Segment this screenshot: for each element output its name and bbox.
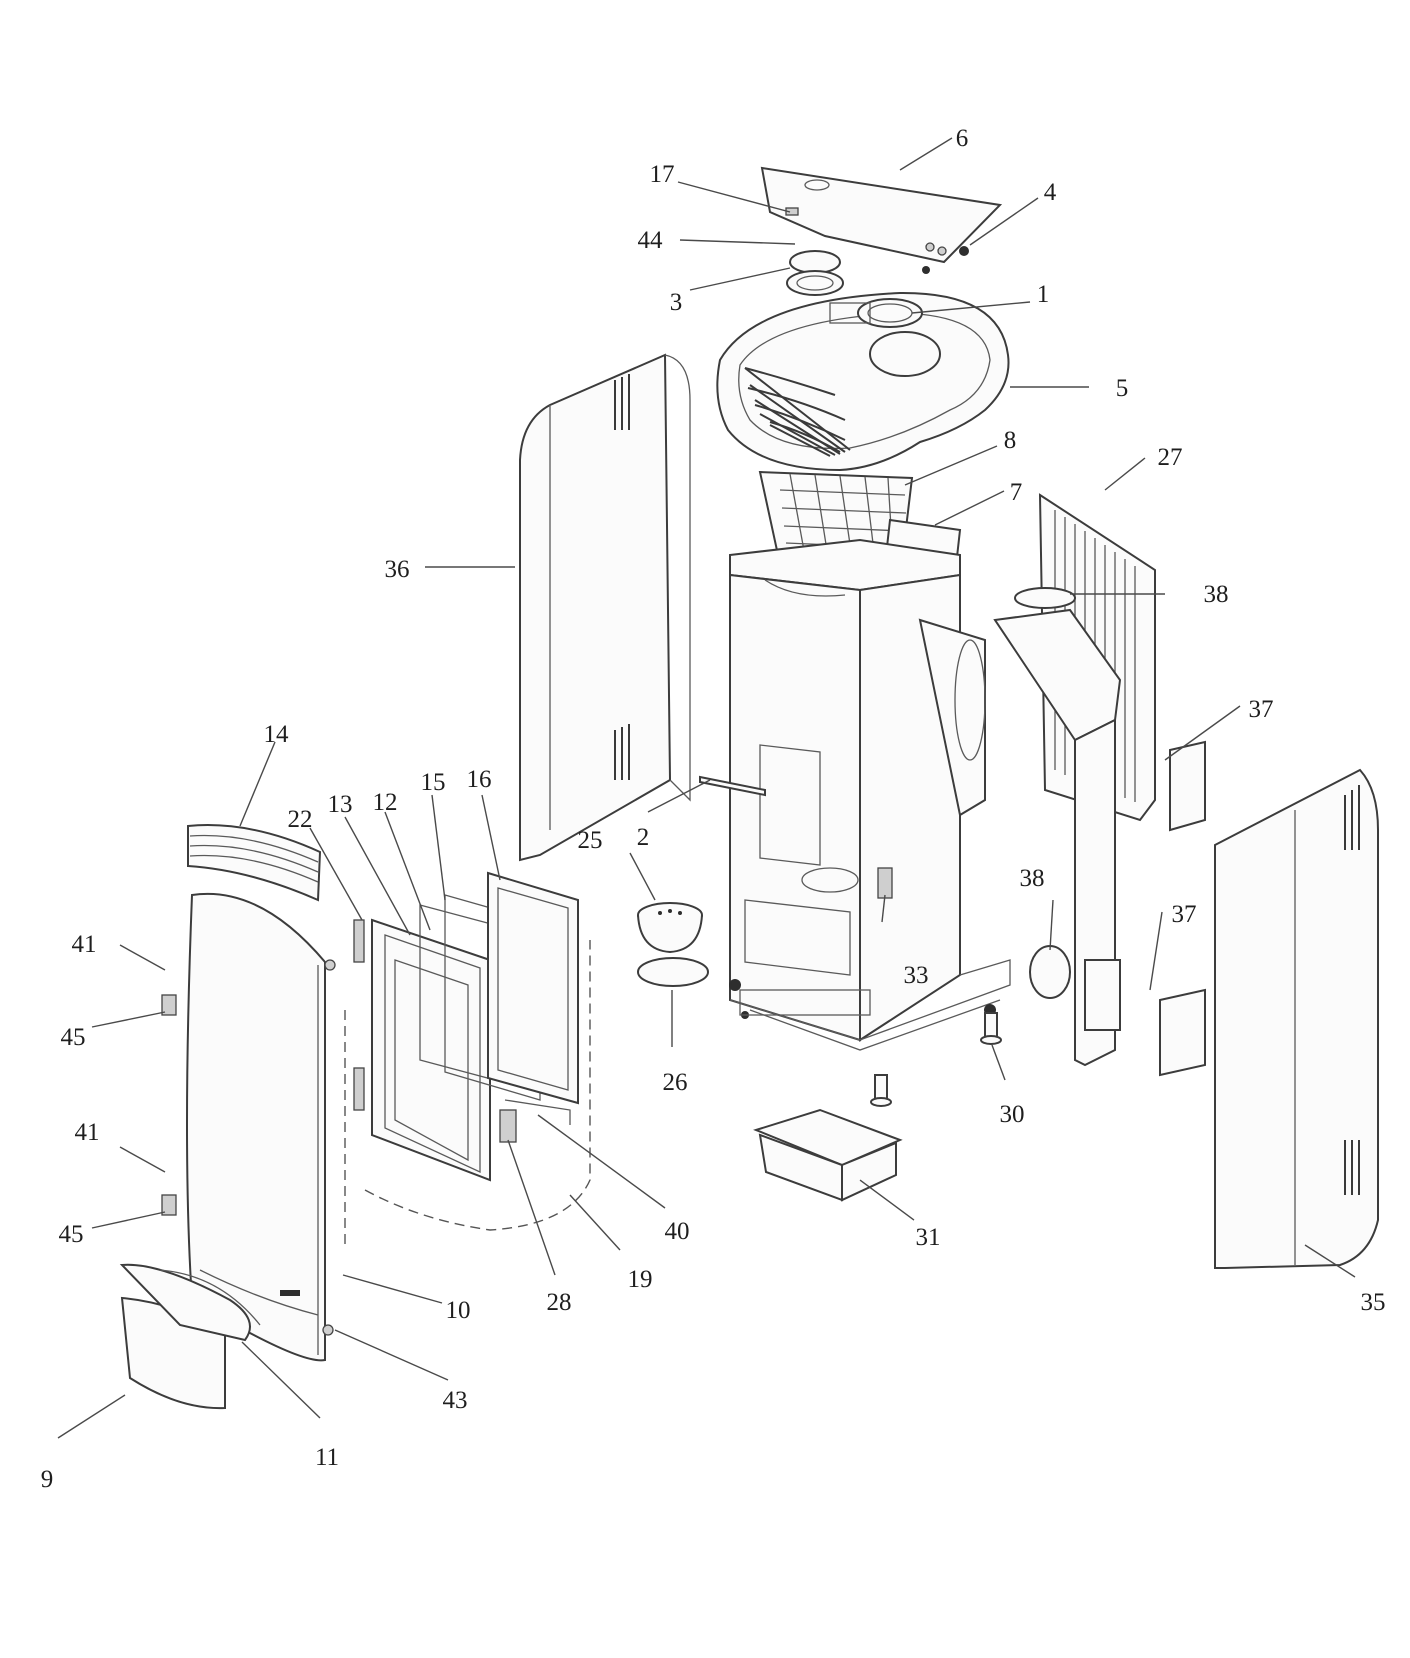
part-label-41b: 41 [75, 1119, 100, 1146]
part-label-36: 36 [385, 556, 410, 583]
part-label-30: 30 [1000, 1101, 1025, 1128]
part-label-45a: 45 [61, 1024, 86, 1051]
duct-flange [1159, 740, 1206, 1077]
top-deflector [187, 824, 322, 902]
front-door-outline [344, 940, 591, 1250]
part-label-27: 27 [1158, 444, 1183, 471]
part-label-12: 12 [373, 789, 398, 816]
door-glass-retainer [504, 1099, 571, 1125]
bracket [877, 867, 893, 899]
part-label-3: 3 [670, 289, 683, 316]
part-label-1: 1 [1037, 281, 1050, 308]
bottom-deflector [119, 1263, 251, 1410]
hinge-plate [161, 994, 177, 1216]
part-label-37b: 37 [1172, 901, 1197, 928]
part-labels: 1 2 3 4 5 6 7 8 9 10 11 12 13 14 15 16 1… [41, 125, 1386, 1493]
part-label-2: 2 [637, 824, 650, 851]
part-label-8: 8 [1004, 427, 1017, 454]
part-label-6: 6 [956, 125, 969, 152]
part-label-13: 13 [328, 791, 353, 818]
duct-collar [1029, 945, 1071, 999]
part-label-40: 40 [665, 1218, 690, 1245]
adjustable-foot [870, 1012, 1002, 1107]
part-label-14: 14 [264, 721, 290, 748]
top-grille-panel [716, 291, 1010, 472]
part-label-44: 44 [638, 227, 664, 254]
bottom-support [159, 1269, 261, 1326]
pot-gasket [637, 957, 709, 987]
flue-duct [993, 587, 1122, 1067]
hinge-pin [324, 959, 336, 971]
part-label-16: 16 [467, 766, 492, 793]
left-side-panel [519, 353, 691, 862]
door-hinge [353, 919, 365, 1111]
part-label-43: 43 [443, 1387, 468, 1414]
part-label-38a: 38 [1204, 581, 1229, 608]
part-label-35: 35 [1361, 1289, 1386, 1316]
part-label-15: 15 [421, 769, 446, 796]
part-label-4: 4 [1044, 179, 1057, 206]
part-label-45b: 45 [59, 1221, 84, 1248]
stove-body [729, 538, 1011, 1106]
part-label-37a: 37 [1249, 696, 1274, 723]
part-label-31: 31 [916, 1224, 941, 1251]
door-latch [499, 1109, 517, 1143]
part-label-26: 26 [663, 1069, 688, 1096]
inner-door-frame [487, 871, 579, 1105]
part-label-41a: 41 [72, 931, 97, 958]
part-label-11: 11 [315, 1444, 339, 1471]
part-label-7: 7 [1010, 479, 1023, 506]
top-cover-plate [760, 166, 1003, 264]
foot-plate [322, 1324, 334, 1336]
mesh-filter [758, 470, 914, 564]
leader-lines [57, 137, 1356, 1439]
part-label-22: 22 [288, 806, 313, 833]
ash-drawer [753, 1108, 903, 1202]
right-side-panel [1214, 768, 1379, 1269]
part-label-10: 10 [446, 1297, 471, 1324]
part-label-25: 25 [578, 827, 603, 854]
part-label-28: 28 [547, 1289, 572, 1316]
part-label-9: 9 [41, 1466, 54, 1493]
part-label-17: 17 [650, 161, 675, 188]
part-label-5: 5 [1116, 375, 1129, 402]
door-glass-frame [371, 918, 491, 1182]
flue-ring [786, 250, 844, 296]
burner-pot [637, 902, 703, 954]
part-label-33: 33 [904, 962, 929, 989]
part-label-38b: 38 [1020, 865, 1045, 892]
part-label-19: 19 [628, 1266, 653, 1293]
screw-part [922, 246, 969, 274]
support-rod [699, 775, 766, 797]
